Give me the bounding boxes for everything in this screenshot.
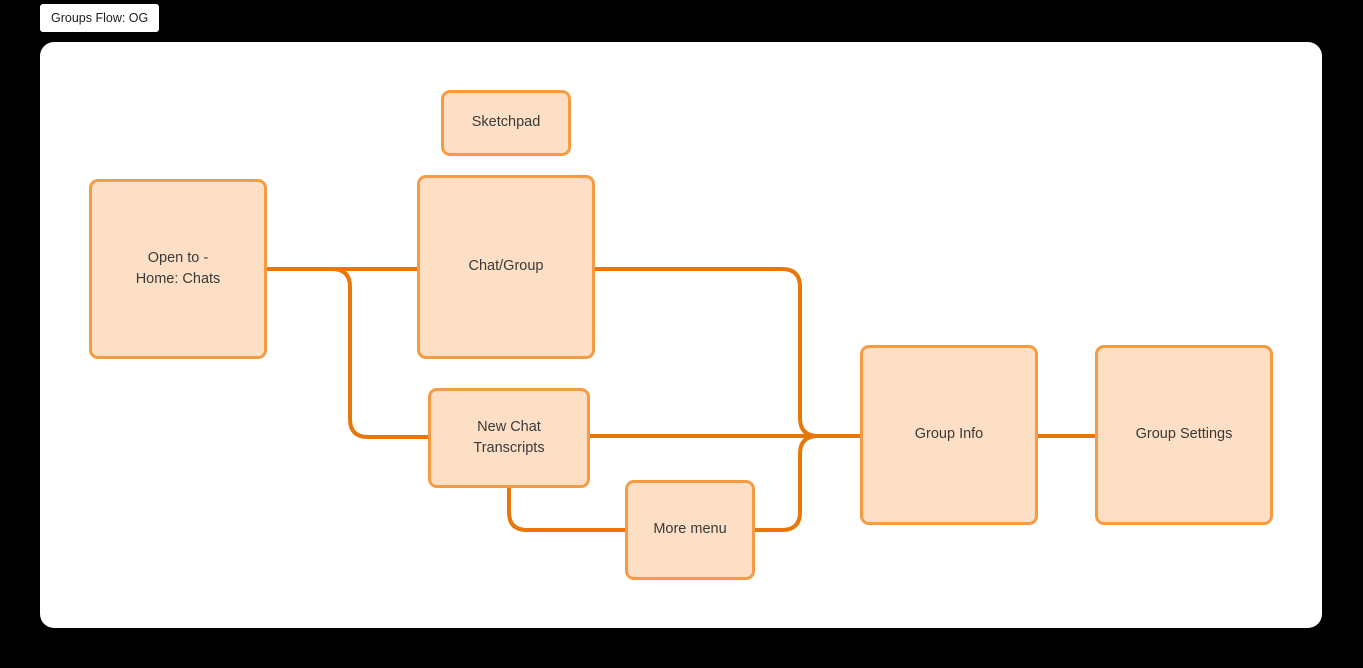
node-new-chat-transcripts-label: New Chat Transcripts: [473, 418, 545, 456]
edge-home-to-new-chat: [267, 267, 428, 439]
edge-new-chat-to-more-menu: [507, 488, 625, 532]
node-group-info[interactable]: Group Info: [860, 345, 1038, 525]
flow-title-label: Groups Flow: OG: [51, 11, 149, 25]
node-open-to-home-chats[interactable]: Open to - Home: Chats: [89, 179, 267, 359]
node-group-settings[interactable]: Group Settings: [1095, 345, 1273, 525]
node-chat-group[interactable]: Chat/Group: [417, 175, 595, 359]
edge-layer: [267, 267, 1095, 532]
node-sketchpad[interactable]: Sketchpad: [441, 90, 571, 156]
node-more-menu-label: More menu: [653, 521, 727, 538]
node-more-menu[interactable]: More menu: [625, 480, 755, 580]
node-sketchpad-label: Sketchpad: [471, 114, 541, 131]
flow-title-chip[interactable]: Groups Flow: OG: [40, 4, 160, 32]
node-new-chat-transcripts[interactable]: New Chat Transcripts: [428, 388, 590, 488]
node-open-to-home-chats-label: Open to - Home: Chats: [135, 249, 221, 287]
node-chat-group-label: Chat/Group: [468, 258, 544, 275]
diagram-canvas[interactable]: Sketchpad Open to - Home: Chats Chat/Gro…: [40, 42, 1322, 628]
edge-chat-to-group-info: [595, 267, 860, 438]
edge-more-menu-to-group-info: [755, 434, 860, 532]
node-group-info-label: Group Info: [914, 426, 984, 443]
node-group-settings-label: Group Settings: [1135, 426, 1233, 443]
